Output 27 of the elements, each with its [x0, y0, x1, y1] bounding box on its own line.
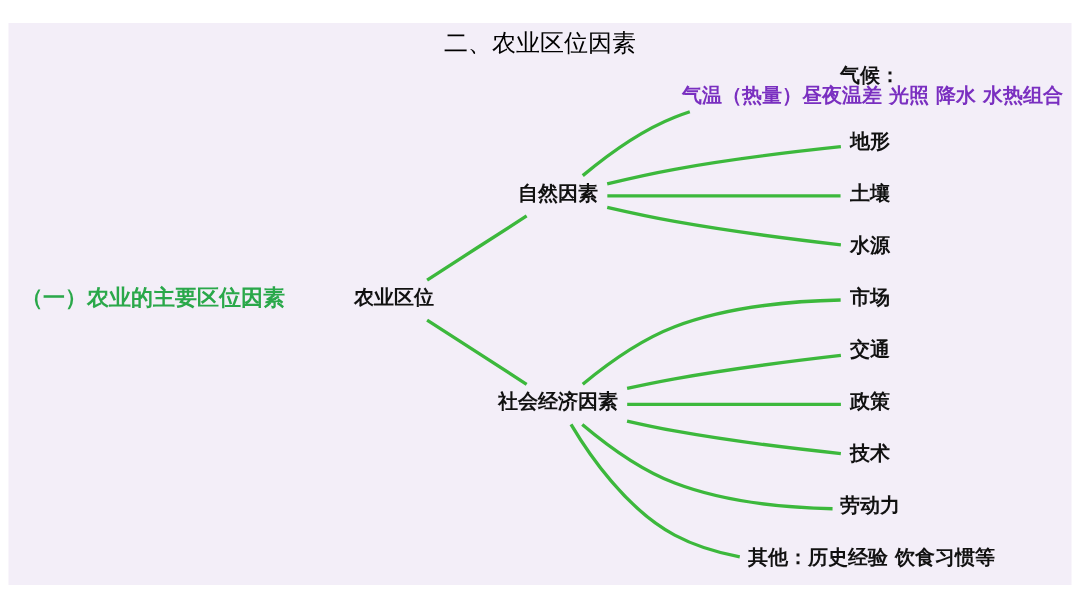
node-text: 社会经济因素	[498, 389, 619, 414]
connector	[626, 353, 842, 391]
node-text: 气候： 气温（热量）昼夜温差 光照 降水 水热组合	[682, 63, 1064, 108]
node-text: 其他：历史经验 饮食习惯等	[747, 545, 995, 570]
connector	[627, 402, 841, 406]
node-text: 农业区位	[354, 284, 435, 309]
node-text: 水源	[850, 232, 891, 257]
node-text: 政策	[850, 389, 891, 414]
connector	[581, 423, 833, 511]
connector	[426, 214, 528, 282]
connector	[607, 194, 841, 198]
connector	[426, 318, 528, 386]
label: （一）农业的主要区位因素	[20, 283, 285, 310]
connector	[569, 423, 741, 559]
node-text: 交通	[850, 336, 891, 361]
node-text: 自然因素	[518, 180, 599, 205]
node-text: 劳动力	[840, 493, 901, 518]
node-text: 土壤	[850, 180, 891, 205]
node-text: 地形	[850, 128, 891, 153]
diagram-title: 二、农业区位因素	[444, 28, 636, 58]
connector	[606, 205, 842, 247]
connector	[606, 145, 842, 186]
connector	[626, 419, 842, 456]
node-text: 技术	[850, 441, 891, 466]
node-text: 市场	[850, 284, 891, 309]
connector	[581, 110, 691, 177]
connector	[581, 298, 841, 386]
